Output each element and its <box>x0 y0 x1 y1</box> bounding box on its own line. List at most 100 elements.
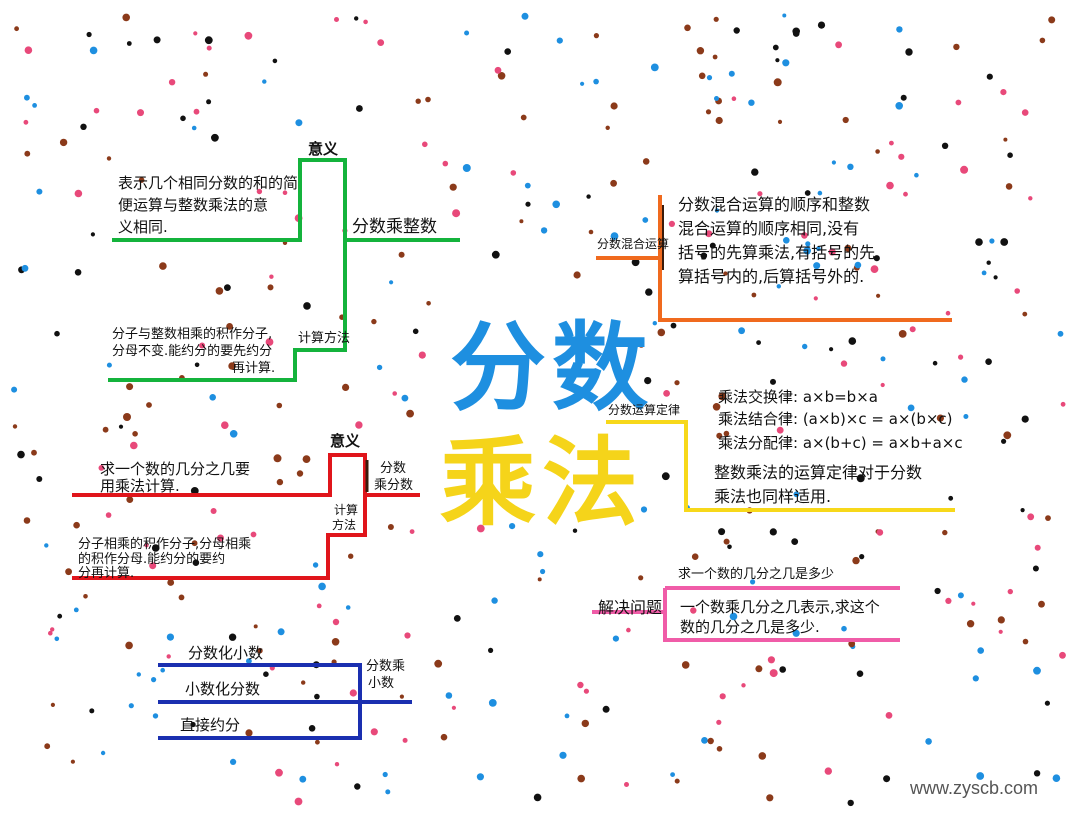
pink-node-label: 解决问题 <box>598 598 663 617</box>
decor-dot <box>772 44 779 51</box>
yellow-text-1: 整数乘法的运算定律对于分数 <box>714 463 923 482</box>
pink-question: 求一个数的几分之几是多少 <box>678 567 835 582</box>
blue-item-3: 直接约分 <box>180 716 241 734</box>
decor-dot <box>265 338 274 346</box>
decor-dot <box>769 528 777 536</box>
decor-dot <box>733 27 740 34</box>
green-yiyi-text-1: 表示几个相同分数的和的简 <box>118 174 299 192</box>
decor-dot <box>190 721 196 728</box>
decor-dot <box>709 242 716 249</box>
red-yiyi-text-1: 求一个数的几分之几要 <box>100 460 251 478</box>
decor-dot <box>354 16 359 21</box>
decor-dot <box>844 244 852 252</box>
decor-dot <box>674 380 680 386</box>
decor-dot <box>792 629 800 637</box>
decor-dot <box>166 633 174 641</box>
decor-dot <box>229 430 238 438</box>
decor-dot <box>981 270 987 276</box>
decor-dot <box>302 455 311 463</box>
decor-dot <box>945 310 951 316</box>
decor-dot <box>191 125 197 131</box>
decor-dot <box>670 772 675 777</box>
decor-dot <box>650 63 659 72</box>
decor-dot <box>602 705 610 713</box>
decor-dot <box>59 138 68 147</box>
decor-dot <box>958 354 964 360</box>
decor-dot <box>36 188 43 195</box>
decor-dot <box>425 96 431 103</box>
decor-dot <box>151 544 160 552</box>
decor-dot <box>889 140 894 146</box>
decor-dot <box>716 719 722 725</box>
green-yiyi-text-2: 便运算与整数乘法的意 <box>118 196 269 214</box>
decor-dot <box>1022 638 1029 645</box>
decor-dot <box>638 575 644 581</box>
pink-text-2: 数的几分之几是多少. <box>680 618 820 636</box>
decor-dot <box>312 562 319 568</box>
decor-dot <box>750 579 756 585</box>
decor-dot <box>817 21 826 29</box>
decor-dot <box>228 633 237 641</box>
decor-dot <box>572 528 578 533</box>
decor-dot <box>801 232 808 239</box>
decor-dot <box>847 799 854 807</box>
decor-dot <box>180 115 186 122</box>
decor-dot <box>723 271 728 276</box>
decor-dot <box>273 454 282 463</box>
decor-dot <box>779 666 786 673</box>
decor-dot <box>331 638 340 646</box>
decor-dot <box>577 774 585 783</box>
decor-dot <box>462 164 471 172</box>
decor-dot <box>1057 330 1064 337</box>
red-node-label-1: 分数 <box>380 461 407 476</box>
decor-dot <box>349 689 357 697</box>
decor-dot <box>804 190 811 196</box>
decor-dot <box>925 738 932 745</box>
decor-dot <box>50 702 56 708</box>
decor-dot <box>934 587 941 595</box>
decor-dot <box>782 59 790 67</box>
decor-dot <box>392 391 398 396</box>
orange-branch-lines <box>596 195 952 322</box>
green-method-text-1: 分子与整数相乘的积作分子, <box>112 327 273 342</box>
decor-dot <box>17 450 25 459</box>
decor-dot <box>936 414 945 422</box>
decor-dot <box>250 531 257 538</box>
decor-dot <box>192 559 200 566</box>
decor-dot <box>705 230 713 238</box>
decor-dot <box>883 775 891 783</box>
decor-dot <box>842 116 849 124</box>
decor-dot <box>345 605 351 610</box>
decor-dot <box>873 255 880 262</box>
decor-dot <box>1001 438 1007 444</box>
decor-dot <box>476 524 485 533</box>
decor-dot <box>663 390 670 397</box>
decor-dot <box>282 190 288 195</box>
decor-dot <box>152 713 159 719</box>
decor-dot <box>985 358 992 366</box>
decor-dot <box>907 404 915 412</box>
decor-dot <box>657 328 666 337</box>
decor-dot <box>12 424 18 429</box>
decor-dot <box>98 465 105 471</box>
decor-dot <box>494 66 502 74</box>
decor-dot <box>1000 238 1009 246</box>
title-line-2: 乘法 <box>440 427 644 539</box>
decor-dot <box>886 181 894 190</box>
decor-dot <box>228 362 236 370</box>
decor-dot <box>712 403 721 411</box>
decor-dot <box>610 232 619 241</box>
decor-dot <box>681 661 690 669</box>
decor-dot <box>230 758 237 766</box>
decor-dot <box>122 13 130 22</box>
decor-dot <box>318 582 326 591</box>
decor-dot <box>402 737 408 743</box>
decor-dot <box>690 607 697 614</box>
green-method-text-2: 分母不变.能约分的要先约分 <box>112 344 273 359</box>
decor-dot <box>449 183 457 191</box>
decor-dot <box>301 680 306 685</box>
decor-dot <box>573 271 581 279</box>
decor-dot <box>997 616 1005 624</box>
decor-dot <box>674 778 680 784</box>
decor-dot <box>903 191 908 197</box>
